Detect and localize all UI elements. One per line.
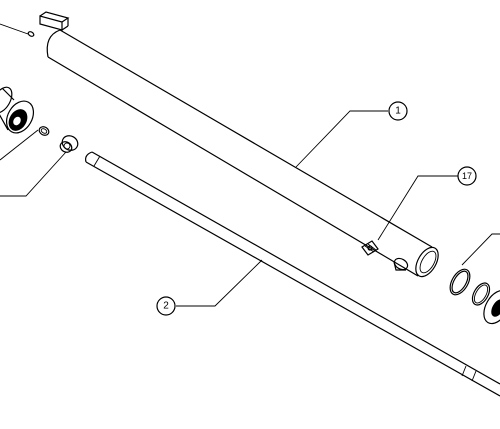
o-ring-small[interactable] bbox=[38, 125, 51, 137]
leader-lines bbox=[0, 110, 500, 307]
callout-2[interactable]: 2 bbox=[156, 296, 176, 316]
cylinder-tube[interactable] bbox=[39, 11, 443, 280]
nut[interactable] bbox=[58, 133, 80, 154]
gland-right[interactable] bbox=[478, 286, 500, 328]
callout-17-label: 17 bbox=[462, 171, 472, 181]
grease-fitting[interactable] bbox=[361, 240, 379, 256]
callout-2-label: 2 bbox=[163, 301, 169, 312]
piston-assembly[interactable] bbox=[0, 84, 39, 138]
piston-rod[interactable] bbox=[85, 151, 500, 397]
backup-ring-right[interactable] bbox=[469, 280, 493, 308]
callout-1-label: 1 bbox=[395, 106, 401, 117]
o-ring-right[interactable] bbox=[446, 266, 474, 298]
callout-1[interactable]: 1 bbox=[388, 101, 408, 121]
callout-17[interactable]: 17 bbox=[457, 166, 477, 186]
small-fitting[interactable] bbox=[0, 23, 35, 37]
